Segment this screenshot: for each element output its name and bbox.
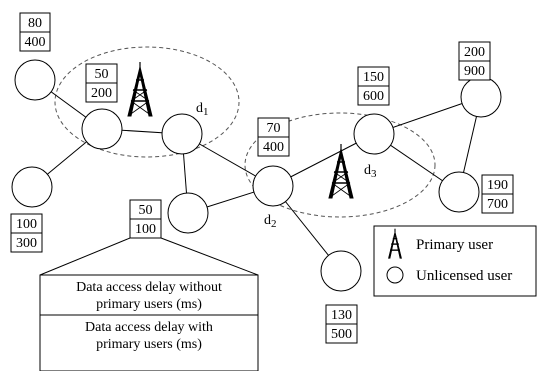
callout-line: Data access delay without xyxy=(76,280,222,295)
svg-text:200: 200 xyxy=(464,45,485,60)
node-circle xyxy=(252,165,294,207)
coverage-area-right xyxy=(244,112,436,218)
value-box: 70 400 xyxy=(257,117,290,157)
tower-icon xyxy=(127,62,153,117)
node-circle xyxy=(460,76,502,118)
svg-text:190: 190 xyxy=(487,178,508,193)
svg-text:200: 200 xyxy=(91,86,112,101)
node-circle xyxy=(81,108,123,150)
value-box: 50 200 xyxy=(85,63,118,103)
svg-text:50: 50 xyxy=(139,203,153,218)
svg-text:150: 150 xyxy=(363,70,384,85)
svg-text:600: 600 xyxy=(363,89,384,104)
tower-icon xyxy=(388,228,402,259)
label-d2: d2 xyxy=(264,213,277,230)
node-circle xyxy=(167,192,209,234)
callout-box: Data access delay without primary users … xyxy=(39,237,259,371)
legend: Primary user Unlicensed user xyxy=(373,225,537,297)
unlicensed-user-nodes xyxy=(11,59,502,292)
svg-text:400: 400 xyxy=(25,35,46,50)
node-circle xyxy=(161,113,203,155)
circle-icon xyxy=(386,266,404,284)
callout-line: primary users (ms) xyxy=(96,337,202,352)
value-box: 150 600 xyxy=(357,66,390,106)
node-circle xyxy=(320,250,362,292)
label-d1: d1 xyxy=(196,101,209,118)
svg-text:100: 100 xyxy=(135,222,156,237)
svg-text:80: 80 xyxy=(28,16,42,31)
value-box: 130 500 xyxy=(325,304,358,344)
svg-text:70: 70 xyxy=(267,121,281,136)
callout-line: primary users (ms) xyxy=(96,297,202,312)
tower-icon xyxy=(328,144,354,199)
value-box: 80 400 xyxy=(19,12,51,52)
value-box: 100 300 xyxy=(10,213,43,253)
coverage-area-left xyxy=(54,46,240,158)
legend-unlicensed-label: Unlicensed user xyxy=(416,268,512,284)
value-box: 50 100 xyxy=(129,199,162,239)
svg-text:100: 100 xyxy=(16,217,37,232)
svg-text:900: 900 xyxy=(464,64,485,79)
svg-text:400: 400 xyxy=(263,140,284,155)
svg-text:50: 50 xyxy=(95,67,109,82)
node-circle xyxy=(11,166,53,208)
svg-text:700: 700 xyxy=(487,197,508,212)
svg-text:500: 500 xyxy=(331,327,352,342)
svg-text:130: 130 xyxy=(331,308,352,323)
legend-primary-label: Primary user xyxy=(416,237,493,253)
value-box: 200 900 xyxy=(458,41,491,81)
node-circle xyxy=(14,59,56,101)
node-circle xyxy=(353,113,395,155)
label-d3: d3 xyxy=(364,163,377,180)
callout-line: Data access delay with xyxy=(85,320,213,335)
node-circle xyxy=(438,171,480,213)
svg-text:300: 300 xyxy=(16,236,37,251)
value-box: 190 700 xyxy=(481,174,514,214)
